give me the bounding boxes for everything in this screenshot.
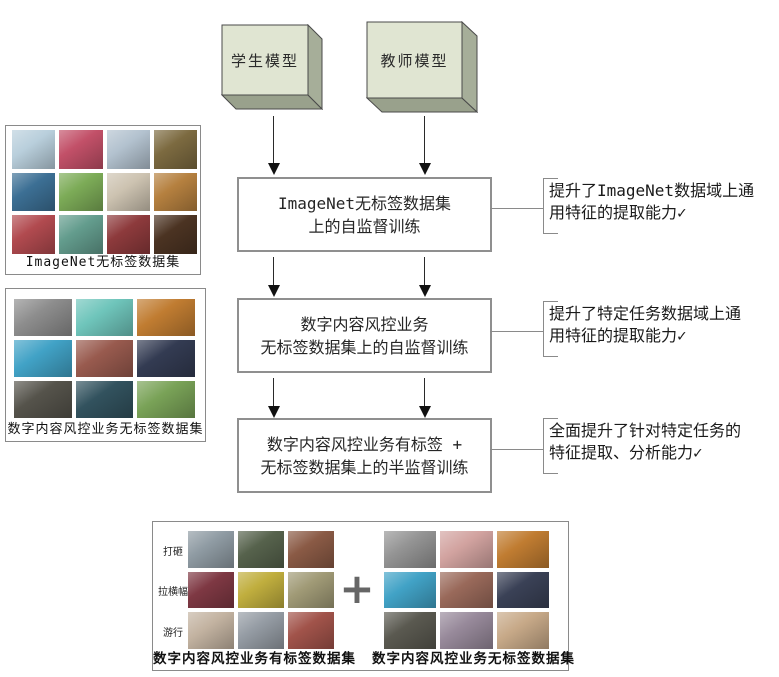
step3-box: 数字内容风控业务有标签 + 无标签数据集上的半监督训练 (237, 418, 492, 493)
photo-tile (188, 531, 234, 568)
step2-note-line2: 用特征的提取能力✓ (549, 326, 687, 345)
cube-shape (221, 24, 323, 110)
photo-tile (440, 531, 493, 568)
step3-note: 全面提升了针对特定任务的 特征提取、分析能力✓ (549, 420, 779, 464)
labeled-dataset-caption: 数字内容风控业务有标签数据集 (153, 651, 356, 667)
photo-tile (153, 130, 197, 169)
row-label-parade: 游行 (163, 628, 183, 640)
step2-note: 提升了特定任务数据域上通 用特征的提取能力✓ (549, 303, 779, 347)
step3-line2: 无标签数据集上的半监督训练 (260, 457, 469, 477)
arrow-teacher-to-step1 (418, 116, 431, 175)
photo-tile (188, 612, 234, 649)
step3-note-line1: 全面提升了针对特定任务的 (549, 421, 742, 440)
photo-tile (14, 340, 72, 377)
photo-tile (106, 172, 150, 212)
arrow-student-to-step1 (267, 116, 280, 175)
photo-tile (238, 612, 284, 649)
step2-line1: 数字内容风控业务 (300, 314, 429, 334)
photo-tile (12, 130, 56, 169)
teacher-model-label: 教师模型 (380, 51, 449, 70)
photo-tile (440, 571, 493, 609)
photo-tile (288, 612, 334, 649)
risk-unlabeled-dataset-caption: 数字内容风控业务无标签数据集 (7, 422, 204, 437)
plus-sign: + (339, 564, 375, 613)
photo-tile (153, 172, 197, 212)
photo-tile (75, 299, 134, 336)
class-row-labels: 打砸 拉横幅 游行 (157, 530, 189, 652)
step1-box: ImageNet无标签数据集 上的自监督训练 (237, 177, 492, 252)
arrow-step1-to-step2-left (267, 257, 280, 297)
imagenet-dataset-caption: ImageNet无标签数据集 (25, 255, 181, 270)
arrow-step1-to-step2-right (418, 257, 431, 297)
photo-tile (59, 130, 103, 169)
photo-tile (384, 531, 437, 568)
imagenet-dataset-panel: ImageNet无标签数据集 (5, 125, 201, 275)
row-label-smashing: 打砸 (163, 546, 183, 558)
photo-tile (137, 299, 195, 336)
step1-line1: ImageNet无标签数据集 (277, 193, 452, 213)
arrow-step2-to-step3-right (418, 378, 431, 418)
step2-note-line1: 提升了特定任务数据域上通 (549, 304, 742, 323)
step3-note-bracket (543, 418, 558, 474)
step2-note-connector (490, 331, 543, 332)
step1-note-line2: 用特征的提取能力✓ (549, 203, 687, 222)
photo-tile (496, 571, 549, 609)
step3-note-line2: 特征提取、分析能力✓ (549, 443, 703, 462)
photo-tile (188, 571, 234, 609)
photo-tile (59, 172, 103, 212)
student-model-cube: 学生模型 (221, 24, 323, 110)
photo-tile (75, 381, 134, 418)
photo-tile (384, 612, 437, 649)
photo-tile (288, 531, 334, 568)
teacher-model-cube: 教师模型 (366, 21, 478, 113)
photo-tile (440, 612, 493, 649)
photo-tile (153, 215, 197, 254)
step2-box: 数字内容风控业务 无标签数据集上的自监督训练 (237, 298, 492, 373)
combined-datasets-panel: 打砸 拉横幅 游行 数字内容风控业务有标签数据集 + 数字内容风控业务无标签数据… (152, 521, 575, 671)
step2-line2: 无标签数据集上的自监督训练 (260, 337, 469, 357)
photo-tile (14, 381, 72, 418)
photo-tile (106, 130, 150, 169)
photo-tile (59, 215, 103, 254)
student-model-label: 学生模型 (230, 51, 299, 70)
photo-tile (12, 172, 56, 212)
photo-tile (137, 381, 195, 418)
photo-tile (238, 571, 284, 609)
photo-tile (288, 571, 334, 609)
photo-tile (496, 531, 549, 568)
unlabeled-bottom-photo-grid (384, 531, 549, 649)
photo-tile (75, 340, 134, 377)
step1-note-connector (490, 208, 543, 209)
photo-tile (238, 531, 284, 568)
photo-tile (137, 340, 195, 377)
photo-tile (496, 612, 549, 649)
step2-note-bracket (543, 301, 558, 357)
photo-tile (12, 215, 56, 254)
step3-line1: 数字内容风控业务有标签 + (266, 434, 463, 454)
unlabeled-bottom-dataset-caption: 数字内容风控业务无标签数据集 (372, 651, 575, 667)
arrow-step2-to-step3-left (267, 378, 280, 418)
photo-tile (106, 215, 150, 254)
risk-unlabeled-photo-grid (14, 299, 195, 418)
photo-tile (14, 299, 72, 336)
cube-shape (366, 21, 478, 113)
imagenet-photo-grid (12, 130, 197, 254)
step3-note-connector (490, 449, 543, 450)
photo-tile (384, 571, 437, 609)
labeled-photo-grid (188, 531, 334, 649)
step1-line2: 上的自监督训练 (308, 216, 421, 236)
row-label-banner: 拉横幅 (158, 587, 188, 599)
step1-note: 提升了ImageNet数据域上通 用特征的提取能力✓ (549, 180, 779, 224)
step1-note-line1: 提升了ImageNet数据域上通 (549, 181, 755, 200)
risk-unlabeled-dataset-panel: 数字内容风控业务无标签数据集 (5, 288, 206, 442)
step1-note-bracket (543, 178, 558, 234)
